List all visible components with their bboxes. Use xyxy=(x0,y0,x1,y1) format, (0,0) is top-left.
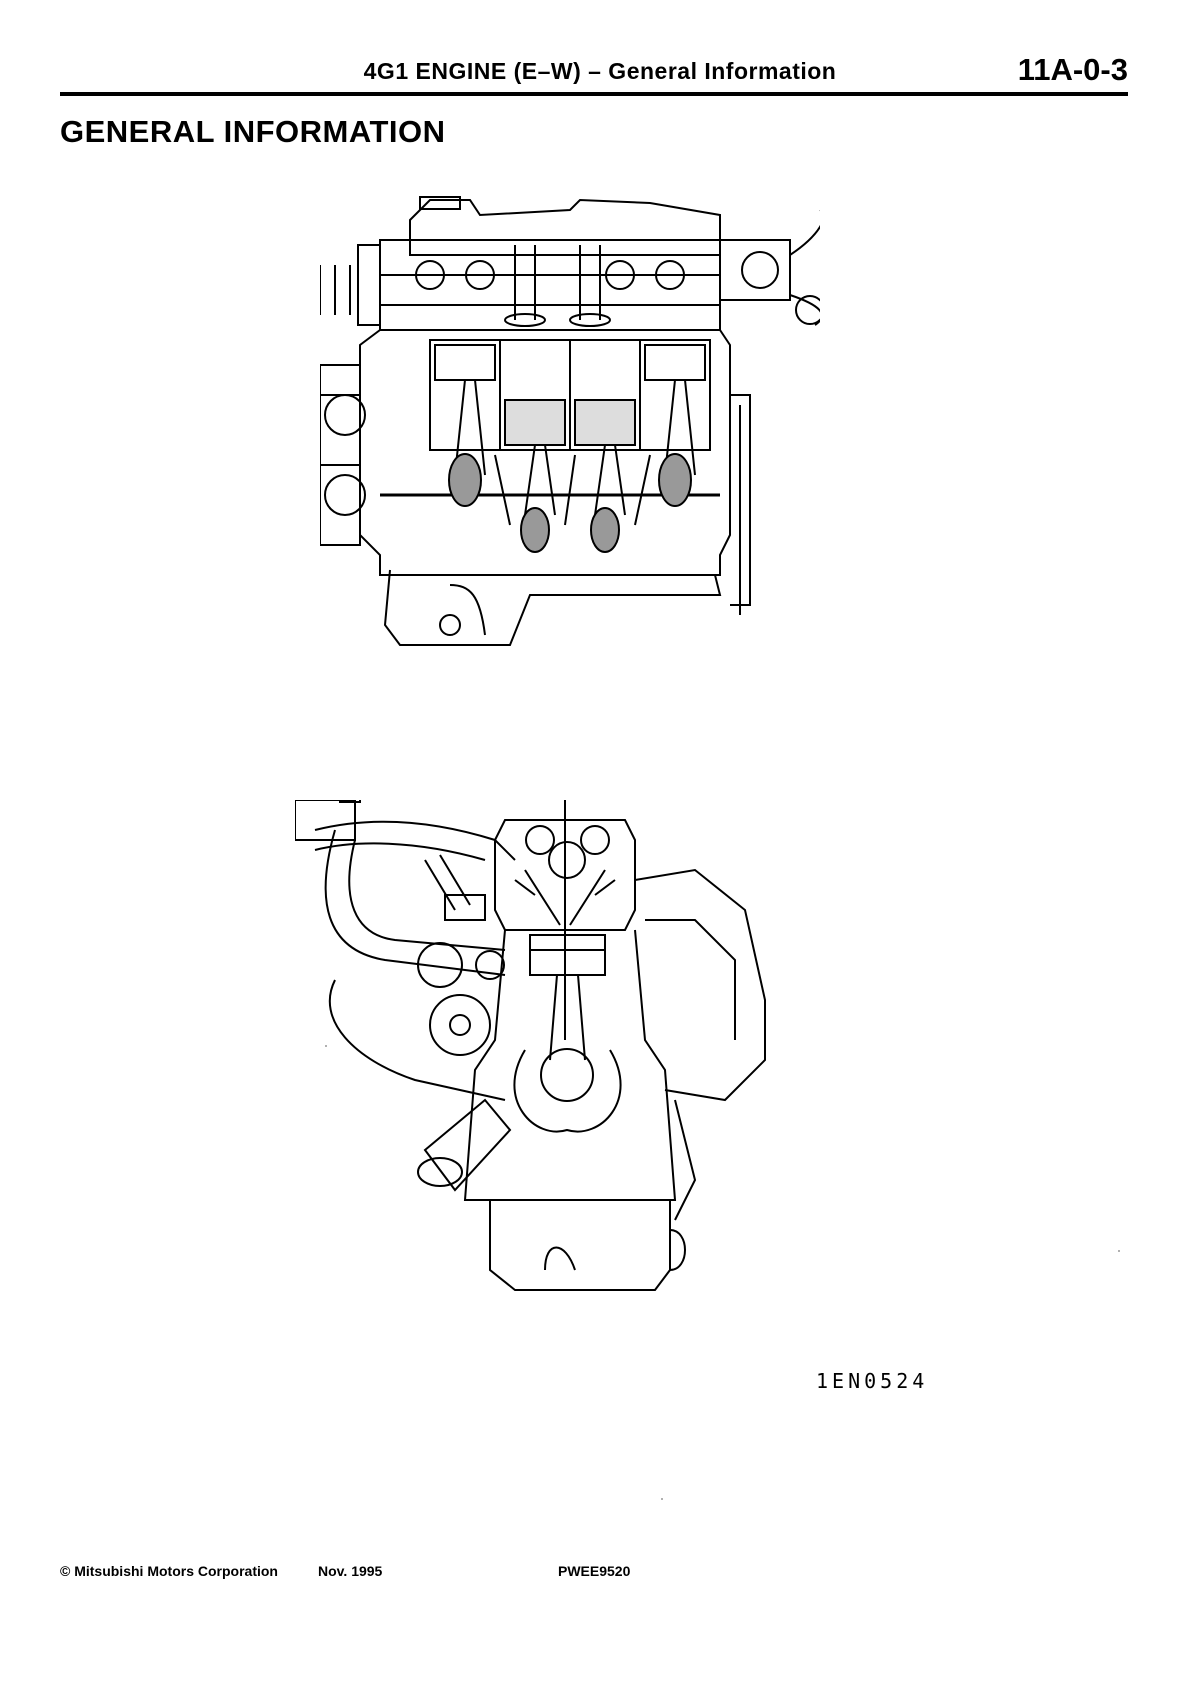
header-title: 4G1 ENGINE (E–W) – General Information xyxy=(320,58,880,85)
engine-transverse-section-illustration xyxy=(295,800,840,1355)
footer-date: Nov. 1995 xyxy=(318,1563,382,1579)
section-heading: GENERAL INFORMATION xyxy=(60,114,446,150)
engine-longitudinal-section-illustration xyxy=(320,195,820,695)
footer-copyright: © Mitsubishi Motors Corporation xyxy=(60,1563,278,1579)
header-rule xyxy=(60,92,1128,96)
scan-speck xyxy=(661,1498,663,1500)
page-number: 11A-0-3 xyxy=(1018,52,1128,88)
figure-code: 1EN0524 xyxy=(816,1369,928,1393)
scan-speck xyxy=(325,1045,327,1047)
footer-doc-code: PWEE9520 xyxy=(558,1563,630,1579)
scan-speck xyxy=(1118,1250,1120,1252)
